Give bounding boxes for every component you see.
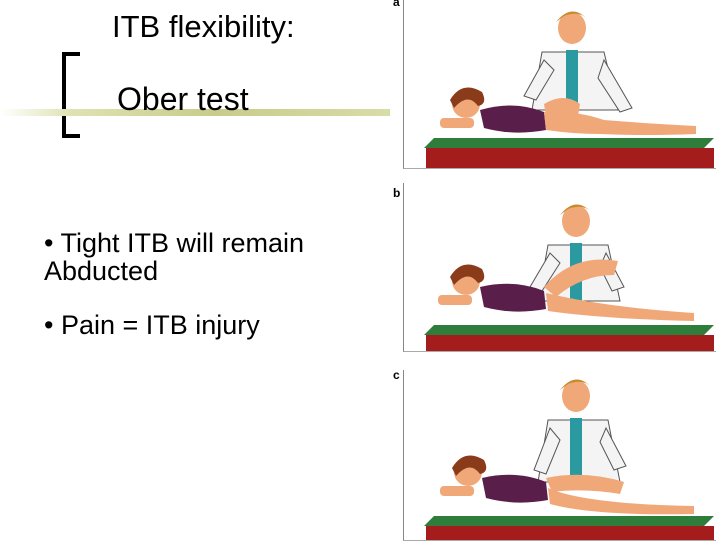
ober-test-illustration-a <box>403 0 716 169</box>
slide-subtitle: Ober test <box>117 81 249 117</box>
bullet-tight-itb: • Tight ITB will remain Abducted <box>44 228 305 286</box>
panel-label-b: b <box>393 186 401 200</box>
ober-test-illustration-c <box>403 370 716 541</box>
ober-test-illustration-b <box>403 183 716 352</box>
title-bracket <box>62 52 80 138</box>
bullet-pain: • Pain = ITB injury <box>44 310 260 340</box>
panel-label-a: a <box>393 0 400 9</box>
panel-label-c: c <box>393 368 400 382</box>
title-underline-bar <box>0 109 390 116</box>
slide-title: ITB flexibility: <box>112 9 295 44</box>
